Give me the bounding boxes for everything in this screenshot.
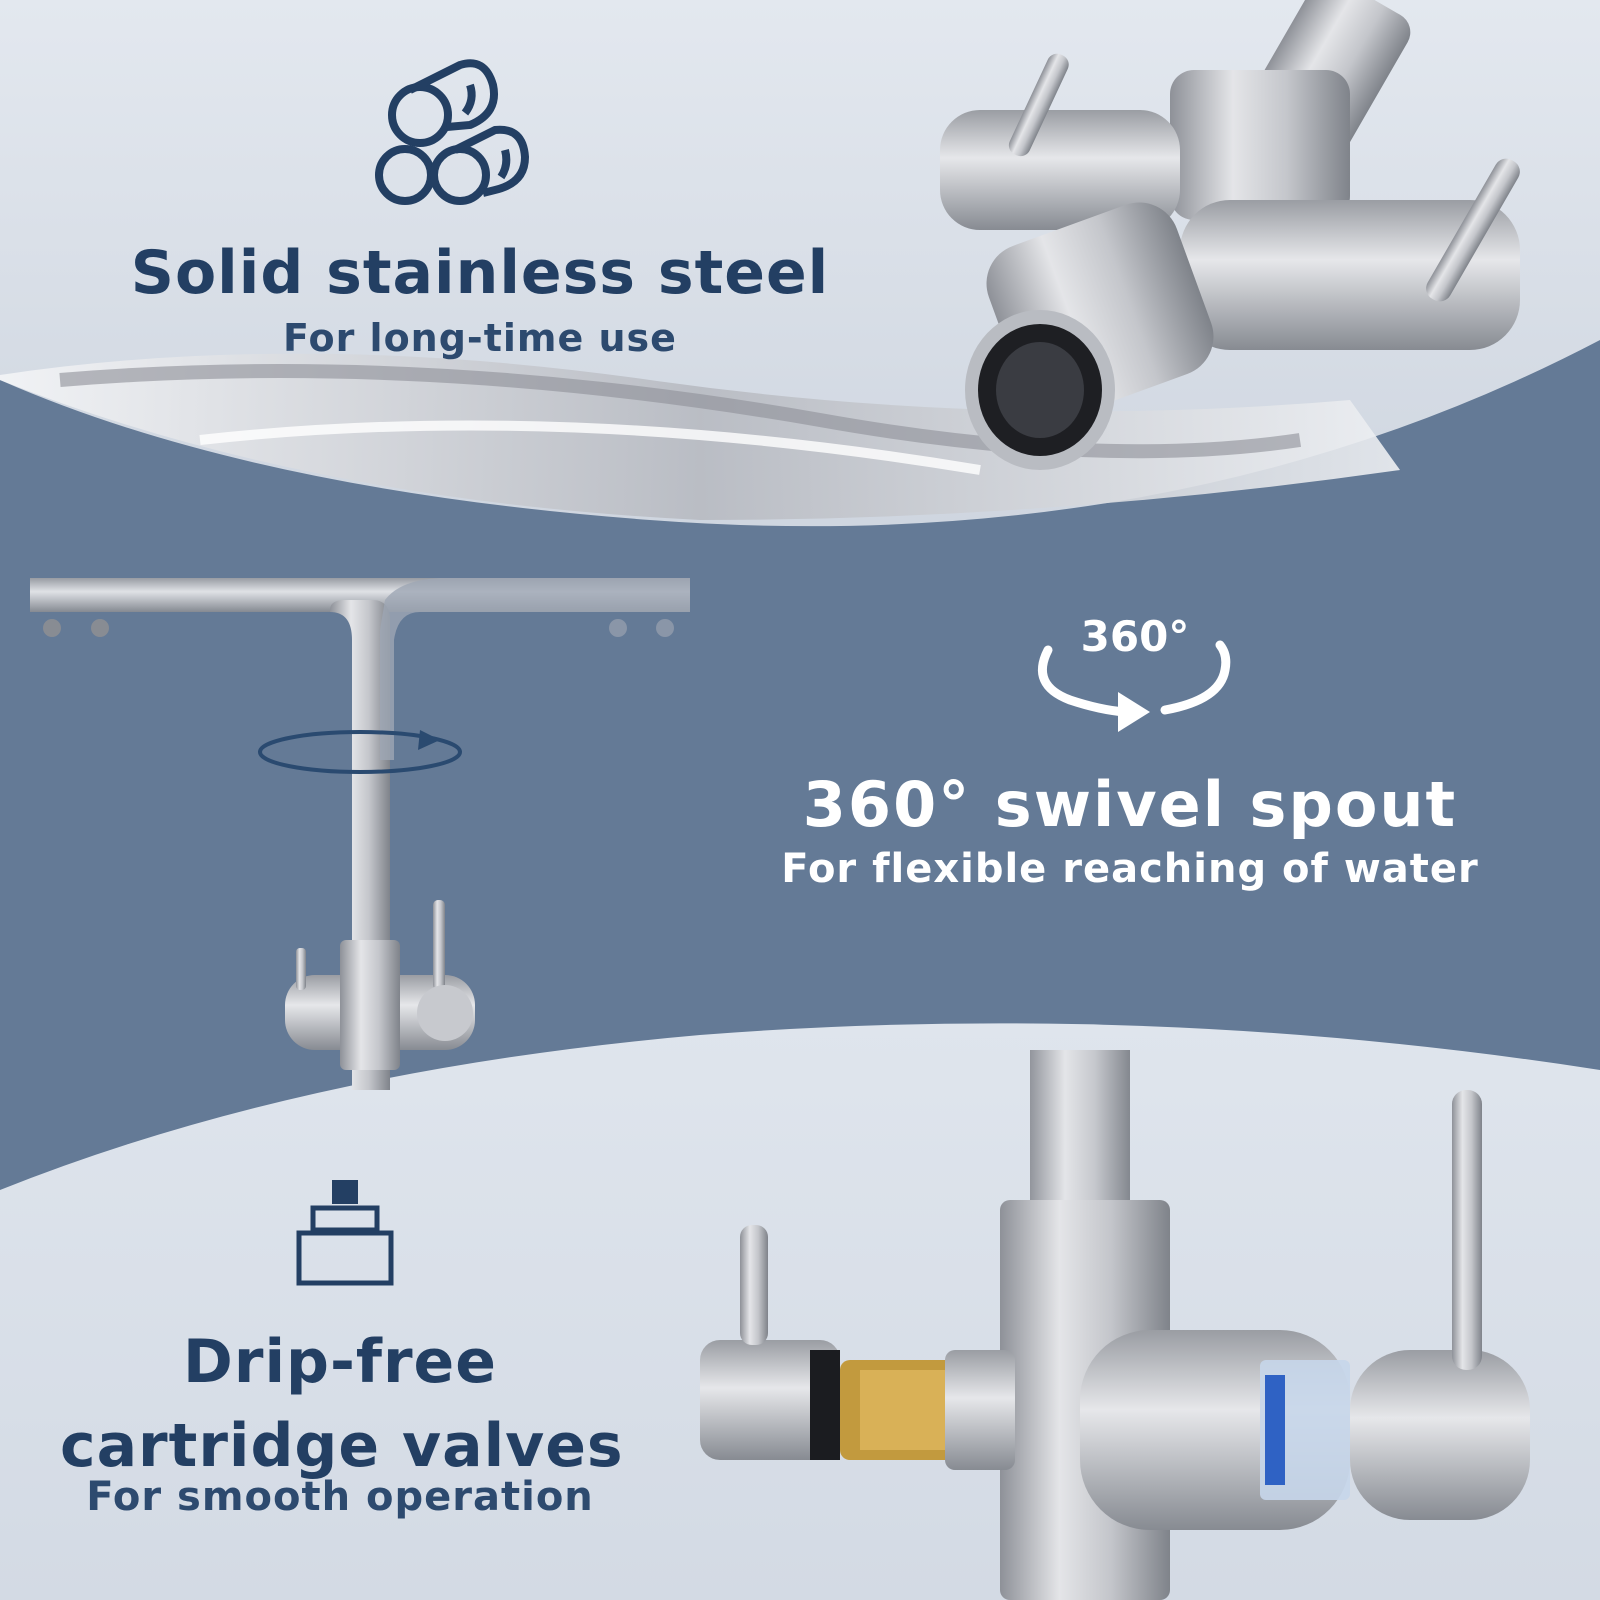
steel-wave-highlight: [199, 420, 981, 475]
steel-wave-line: [59, 364, 1302, 459]
feature-3-title: Drip-free cartridge valves: [60, 1320, 624, 1488]
rotate-360-icon: [1037, 640, 1231, 732]
feature-1-title: Solid stainless steel: [130, 238, 830, 308]
feature-1-subtitle: For long-time use: [283, 316, 677, 360]
faucet-swivel: [30, 578, 690, 1090]
steel-bars-icon: [375, 59, 530, 205]
feature-2-title: 360° swivel spout: [802, 768, 1458, 841]
feature-3-title-line2: cartridge valves: [60, 1411, 624, 1481]
faucet-closeup-top: [940, 0, 1520, 470]
feature-2-subtitle: For flexible reaching of water: [781, 846, 1479, 892]
faucet-cartridge-closeup: [700, 1050, 1530, 1600]
cartridge-icon: [296, 1180, 394, 1286]
feature-3-title-line1: Drip-free: [183, 1327, 497, 1397]
feature-3-subtitle: For smooth operation: [86, 1474, 594, 1520]
rotation-arrow-icon: [258, 730, 462, 774]
rotate-360-icon-label: 360°: [1080, 612, 1190, 661]
